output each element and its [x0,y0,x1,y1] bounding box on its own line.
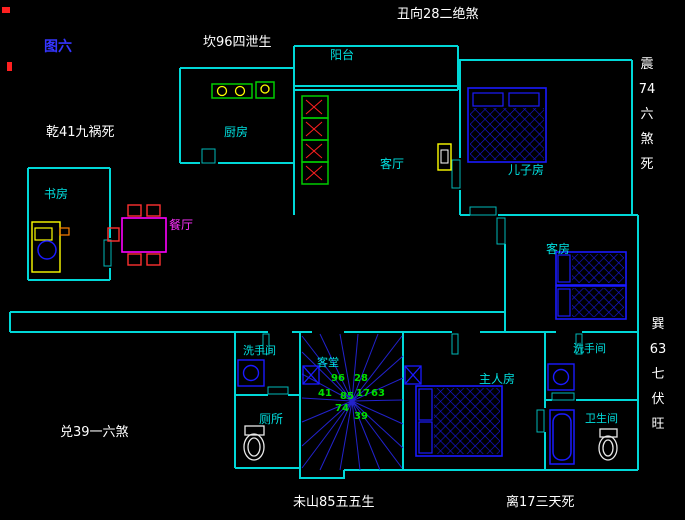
annotation-top-left: 坎96四泄生 [203,35,272,50]
annotation-line: 死 [640,157,654,172]
figure-label: 图六 [44,39,72,55]
bathtub-icon [549,409,575,465]
compass-number: 85 [340,391,354,402]
compass-number: 41 [318,388,332,399]
compass-number: 28 [354,373,368,384]
annotation-line: 旺 [651,417,665,432]
room-label-toilet: 厕所 [259,412,284,426]
annotation-line: 伏 [651,392,665,407]
annotation-top-center: 丑向28二绝煞 [397,7,479,22]
annotation-bottom-right: 离17三天死 [506,495,575,510]
room-label-guest-room: 客房 [546,242,571,256]
annotation-bottom-left: 兑39一六煞 [60,425,129,440]
guest-beds-icon [555,251,627,320]
master-bed-icon [415,385,503,457]
annotation-line: 震 [640,57,654,72]
room-label-dining: 餐厅 [169,218,194,232]
room-label-study: 书房 [44,187,69,201]
annotation-bottom-center: 未山85五五生 [293,495,375,510]
compass-number: 17 [356,388,370,399]
room-label-kitchen: 厨房 [224,125,249,139]
annotation-line: 74 [638,82,656,97]
living-cabinet-icon [301,95,329,185]
annotation-line: 七 [651,367,665,382]
room-label-washroom-right: 洗手间 [573,342,606,355]
room-label-balcony: 阳台 [330,48,355,62]
walls [9,45,639,479]
sink-left-icon [237,359,265,387]
room-label-son-room: 儿子房 [508,163,545,177]
annotation-line: 63 [649,342,667,357]
toilet-right-icon [598,428,618,461]
annotation-mid-left: 乾41九祸死 [46,125,115,140]
annotation-line: 巽 [651,317,665,332]
room-label-stair-hall: 客堂 [317,356,339,369]
dining-set-icon [107,204,167,266]
annotation-line: 煞 [640,132,654,147]
door-symbols [103,148,583,433]
room-label-master-room: 主人房 [479,372,516,386]
annotation-line: 六 [640,107,654,122]
stove-icon [211,81,275,99]
annotation-right-top: 震 74 六 煞 死 [633,52,661,177]
tv-icon [437,143,452,171]
room-label-washroom-left: 洗手间 [243,344,276,357]
room-label-bathroom: 卫生间 [585,412,618,425]
room-label-living-room: 客厅 [380,157,405,171]
switch-box-icons [302,365,422,385]
compass-number: 96 [331,373,345,384]
compass-number: 74 [335,403,349,414]
study-desk-icon [31,221,70,273]
red-marks [2,7,12,71]
sink-right-icon [547,363,575,391]
son-bed-icon [467,87,547,163]
toilet-left-icon [243,425,265,461]
annotation-right-bottom: 巽 63 七 伏 旺 [644,312,672,437]
compass-number: 39 [354,411,368,422]
stair-compass [301,333,404,471]
compass-number: 63 [371,388,385,399]
